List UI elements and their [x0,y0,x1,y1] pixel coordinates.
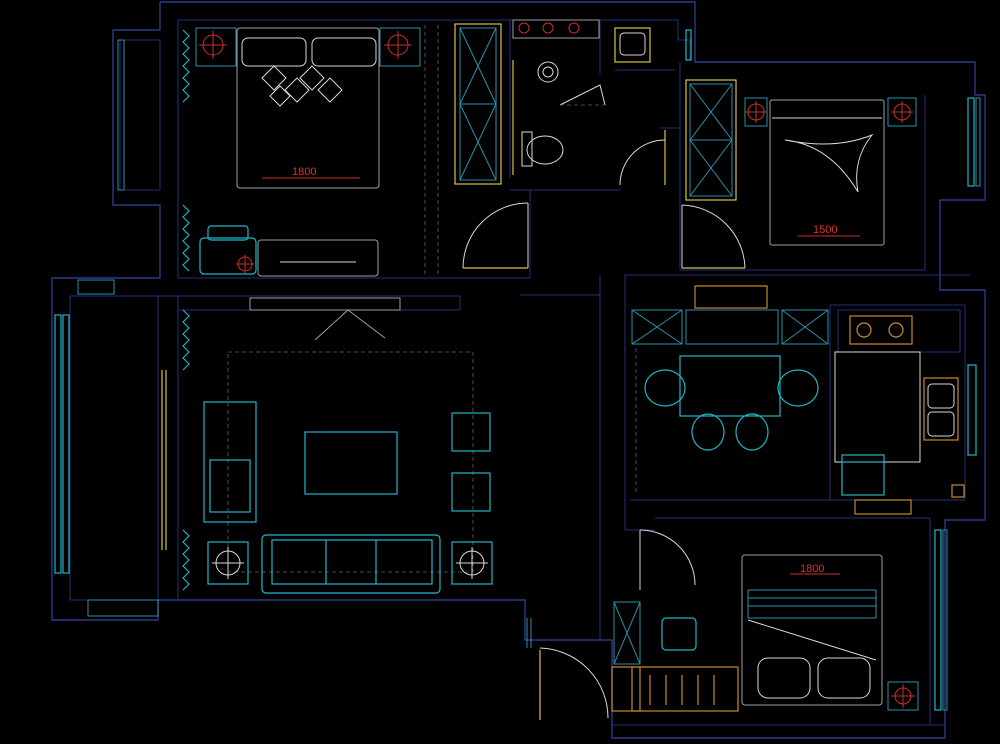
shower-drain-icon [537,61,559,83]
second-bed-dimension: 1500 [813,224,837,236]
curtains [161,29,190,591]
pillow-icon [241,37,307,67]
dining-area [631,285,829,495]
coffee-table [304,431,398,495]
wardrobe [454,23,502,185]
living-room [203,297,493,594]
armchair [203,401,257,523]
master-bedroom: 1800 [195,25,439,277]
cushion-icons [261,65,343,107]
sofa [261,534,441,594]
sink-icon [619,32,646,56]
toilet-icon [526,135,564,165]
exterior-walls [51,1,986,739]
third-bed-dimension: 1800 [800,563,824,575]
pillow-icon [757,657,811,699]
kitchen [834,309,965,515]
third-bed [741,554,883,706]
stove-icon [849,315,913,345]
second-bedroom: 1500 [685,79,917,246]
entrance-door [526,618,532,648]
master-bed [236,27,380,189]
master-bed-dimension: 1800 [292,166,316,178]
doors [462,130,746,720]
third-bedroom: 1800 [611,554,919,712]
bathroom [512,19,651,175]
kitchen-sink-icon [923,377,959,441]
pillow-icon [817,657,871,699]
dining-table [679,355,781,417]
second-bed [769,99,885,246]
pillow-icon [311,37,377,67]
windows [54,29,981,711]
